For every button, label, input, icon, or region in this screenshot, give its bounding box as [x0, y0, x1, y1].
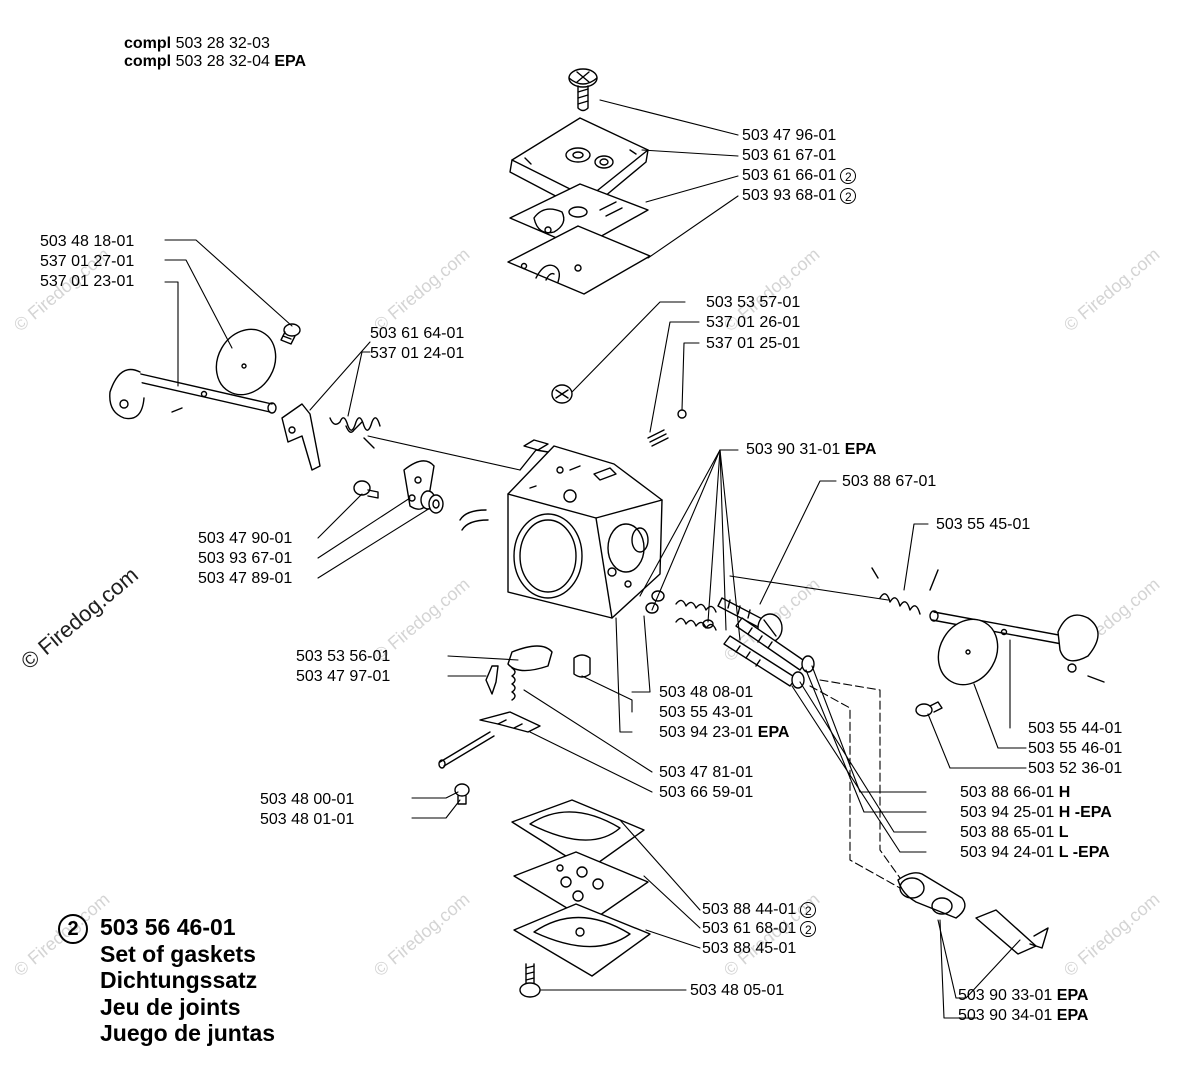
part-label: 503 61 64-01 [370, 325, 465, 342]
part-label: 537 01 26-01 [706, 314, 801, 331]
part-label: 503 55 43-01 [659, 704, 754, 721]
part-label: 503 47 81-01 [659, 764, 754, 781]
metering-cover-part [513, 903, 651, 977]
needle-springs-part [645, 590, 717, 631]
part-label: 503 53 56-01 [296, 648, 391, 665]
fuel-inlet-nipple-part [551, 384, 573, 404]
legend-line: Juego de juntas [100, 1020, 276, 1046]
part-label: 503 55 45-01 [936, 516, 1031, 533]
throttle-shaft-part [109, 368, 277, 420]
variant-suffix: H -EPA [1058, 804, 1112, 821]
throttle-lever-part [281, 403, 321, 471]
gasket-set-marker: 2 [840, 187, 857, 204]
leader-lines [164, 99, 1027, 1019]
part-label: 503 66 59-01 [659, 784, 754, 801]
lever-screw-part [454, 783, 470, 805]
assembly-number: 503 28 32-04 [175, 53, 270, 70]
part-label: 537 01 23-01 [40, 273, 135, 290]
cover-screw-part [568, 68, 598, 112]
part-label: 503 53 57-01 [706, 294, 801, 311]
legend-line: Jeu de joints [100, 994, 241, 1020]
part-label: 503 48 00-01 [260, 791, 355, 808]
part-label: 503 48 08-01 [659, 684, 754, 701]
throttle-valve-disc-part [215, 328, 277, 396]
choke-shaft-part [929, 610, 1105, 683]
screen-spring-part [647, 409, 687, 447]
gasket-set-number: 503 56 46-01 [100, 914, 236, 940]
limiter-needle-part [975, 909, 1049, 955]
part-label: 503 88 65-01 L [960, 824, 1069, 841]
throttle-spring-part [329, 417, 381, 449]
inlet-needle-part [485, 665, 516, 701]
epa-suffix: EPA [1056, 1007, 1089, 1024]
variant-suffix: L -EPA [1058, 844, 1110, 861]
choke-valve-screw-part [915, 701, 943, 717]
epa-suffix: EPA [1056, 987, 1089, 1004]
epa-suffix: EPA [844, 441, 877, 458]
legend-line: Set of gaskets [100, 941, 256, 967]
gasket-set-marker: 2 [800, 901, 817, 918]
part-label: 503 88 45-01 [702, 940, 797, 957]
throttle-valve-screw-part [280, 323, 301, 345]
metering-diaphragm-part [513, 851, 649, 923]
part-label: 537 01 25-01 [706, 335, 801, 352]
plug-part [573, 654, 591, 678]
legend-line: Dichtungssatz [100, 967, 258, 993]
epa-suffix: EPA [757, 724, 790, 741]
cover-screw-bottom-part [519, 963, 541, 998]
choke-screw-part [353, 480, 379, 499]
part-label: 503 93 67-01 [198, 550, 293, 567]
carburetor-body-part [459, 439, 663, 619]
compl-prefix: compl [124, 53, 172, 70]
part-label: 503 94 25-01 H -EPA [960, 804, 1112, 821]
metering-gasket-part [511, 799, 645, 871]
variant-suffix: L [1058, 824, 1069, 841]
limiter-cap-part [897, 872, 966, 919]
epa-suffix: EPA [274, 53, 307, 70]
part-label: 503 94 24-01 L -EPA [960, 844, 1110, 861]
lever-pin-part [438, 731, 495, 769]
part-label: 503 47 96-01 [742, 127, 837, 144]
part-label: 537 01 27-01 [40, 253, 135, 270]
gasket-set-marker: 2 [800, 920, 817, 937]
part-label: 503 47 90-01 [198, 530, 293, 547]
part-label: 503 48 18-01 [40, 233, 135, 250]
pump-gasket-part [507, 225, 651, 295]
part-label: 503 48 01-01 [260, 811, 355, 828]
part-label: 503 90 34-01 EPA [958, 1007, 1089, 1024]
assembly-number-line: compl 503 28 32-04 EPA [124, 52, 306, 72]
part-label: 503 48 05-01 [690, 982, 785, 999]
part-label: 503 47 89-01 [198, 570, 293, 587]
part-label: 503 52 36-01 [1028, 760, 1123, 777]
part-label: 503 94 23-01 EPA [659, 724, 790, 741]
part-label: 503 55 46-01 [1028, 740, 1123, 757]
control-lever-part [479, 711, 541, 733]
part-label: 503 90 31-01 EPA [746, 441, 877, 458]
choke-spring-part [871, 567, 939, 615]
gasket-set-circle: 2 [58, 914, 88, 944]
assembly-number-line: compl 503 28 32-03 [124, 34, 270, 54]
part-label: 503 88 67-01 [842, 473, 937, 490]
welch-plug-part [507, 645, 553, 672]
choke-valve-disc-part [937, 618, 999, 686]
part-label: 537 01 24-01 [370, 345, 465, 362]
gasket-set-marker: 2 [840, 167, 857, 184]
part-label: 503 61 67-01 [742, 147, 837, 164]
compl-prefix: compl [124, 35, 172, 52]
part-label: 503 47 97-01 [296, 668, 391, 685]
part-label: 503 90 33-01 EPA [958, 987, 1089, 1004]
bushing-part [420, 490, 444, 514]
assembly-number: 503 28 32-03 [175, 35, 270, 52]
part-label: 503 88 66-01 H [960, 784, 1071, 801]
part-label: 503 55 44-01 [1028, 720, 1123, 737]
variant-suffix: H [1058, 784, 1071, 801]
adjusting-needle-l-part [723, 635, 805, 689]
